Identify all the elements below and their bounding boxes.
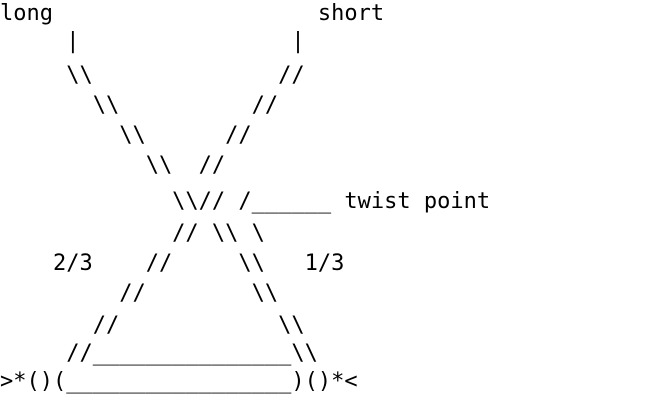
line-twist-point: \\// /______ twist point xyxy=(0,189,491,214)
line-long-short-labels: long short xyxy=(0,1,385,26)
line-strand-3: \\ // xyxy=(0,123,252,148)
line-strand-1: \\ // xyxy=(0,63,305,88)
line-base-bottom: >*()(_________________)()*< xyxy=(0,369,358,394)
line-strand-4: \\ // xyxy=(0,153,226,178)
line-strand-6: // \\ xyxy=(0,313,305,338)
line-strand-5: // \\ xyxy=(0,281,279,306)
line-ratio-labels: 2/3 // \\ 1/3 xyxy=(0,251,345,276)
line-base-top: //_______________\\ xyxy=(0,341,318,366)
line-vertical-strands: | | xyxy=(0,29,305,54)
line-strand-2: \\ // xyxy=(0,93,279,118)
line-crossing: // \\ \ xyxy=(0,221,265,246)
